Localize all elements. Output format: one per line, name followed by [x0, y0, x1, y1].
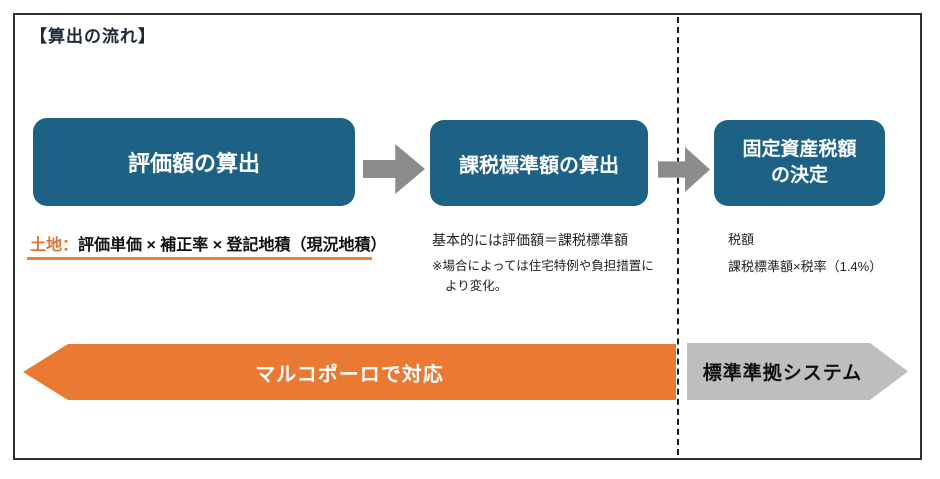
tax-amount-note-line1: 税額	[728, 232, 755, 247]
land-formula-body: 評価単価 × 補正率 × 登記地積（現況地積）	[78, 237, 387, 254]
tax-base-note-line3: より変化。	[445, 279, 508, 293]
external-system-banner-right-arrow: 標準準拠システム	[687, 343, 908, 400]
coverage-banner-left-arrow: マルコポーロで対応	[23, 344, 676, 400]
flow-step-tax-base: 課税標準額の算出	[430, 120, 648, 206]
flow-step-tax-decision: 固定資産税額 の決定	[714, 120, 885, 206]
page-title: 【算出の流れ】	[30, 27, 156, 46]
tax-base-note-line1: 基本的には評価額＝課税標準額	[432, 232, 628, 248]
tax-amount-note-line2: 課税標準額×税率（1.4%）	[728, 259, 883, 274]
dashed-divider	[677, 17, 679, 455]
formula-underline	[27, 257, 372, 260]
land-formula: 土地：評価単価 × 補正率 × 登記地積（現況地積）	[30, 231, 387, 255]
tax-base-note-line2: ※場合によっては住宅特例や負担措置に	[432, 259, 654, 273]
flow-step-valuation: 評価額の算出	[33, 118, 355, 206]
land-formula-prefix: 土地：	[30, 237, 79, 254]
